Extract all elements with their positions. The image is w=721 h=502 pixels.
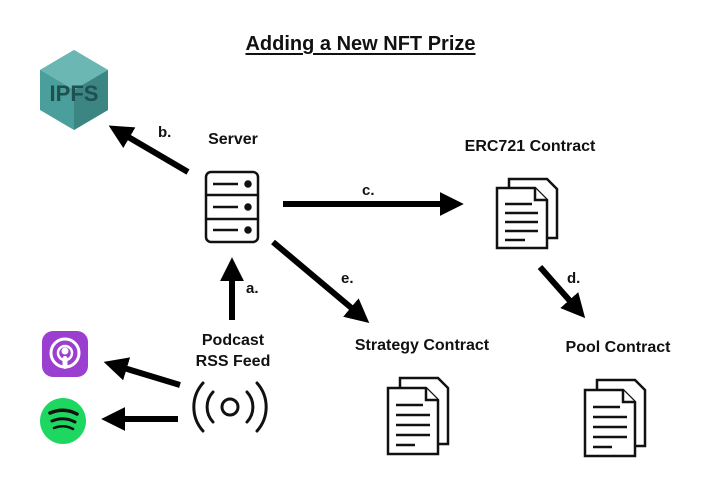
- pool-document-icon: [583, 378, 647, 458]
- arrow-b: [108, 125, 190, 175]
- strategy-label: Strategy Contract: [354, 337, 490, 354]
- step-d-label: d.: [567, 270, 581, 287]
- pool-label: Pool Contract: [565, 339, 671, 356]
- erc721-document-icon: [495, 177, 559, 250]
- diagram-title: Adding a New NFT Prize: [245, 33, 476, 55]
- server-label: Server: [208, 131, 258, 148]
- ipfs-logo: IPFS: [40, 50, 108, 130]
- arrow-d: [537, 265, 586, 319]
- step-b-label: b.: [158, 124, 172, 141]
- podcast-label-line1: Podcast: [201, 332, 265, 349]
- step-c-label: c.: [362, 182, 375, 199]
- strategy-document-icon: [386, 376, 450, 456]
- arrow-to-podcasts: [103, 357, 181, 388]
- ipfs-logo-text: IPFS: [50, 81, 99, 106]
- server-icon: [204, 170, 260, 244]
- spotify-icon: [40, 398, 86, 444]
- step-a-label: a.: [246, 280, 259, 297]
- apple-podcasts-icon: [42, 331, 88, 377]
- erc721-label: ERC721 Contract: [464, 138, 596, 155]
- broadcast-icon: [192, 381, 268, 433]
- step-e-label: e.: [341, 270, 354, 287]
- podcast-label-line2: RSS Feed: [195, 353, 271, 370]
- arrow-e: [271, 239, 370, 323]
